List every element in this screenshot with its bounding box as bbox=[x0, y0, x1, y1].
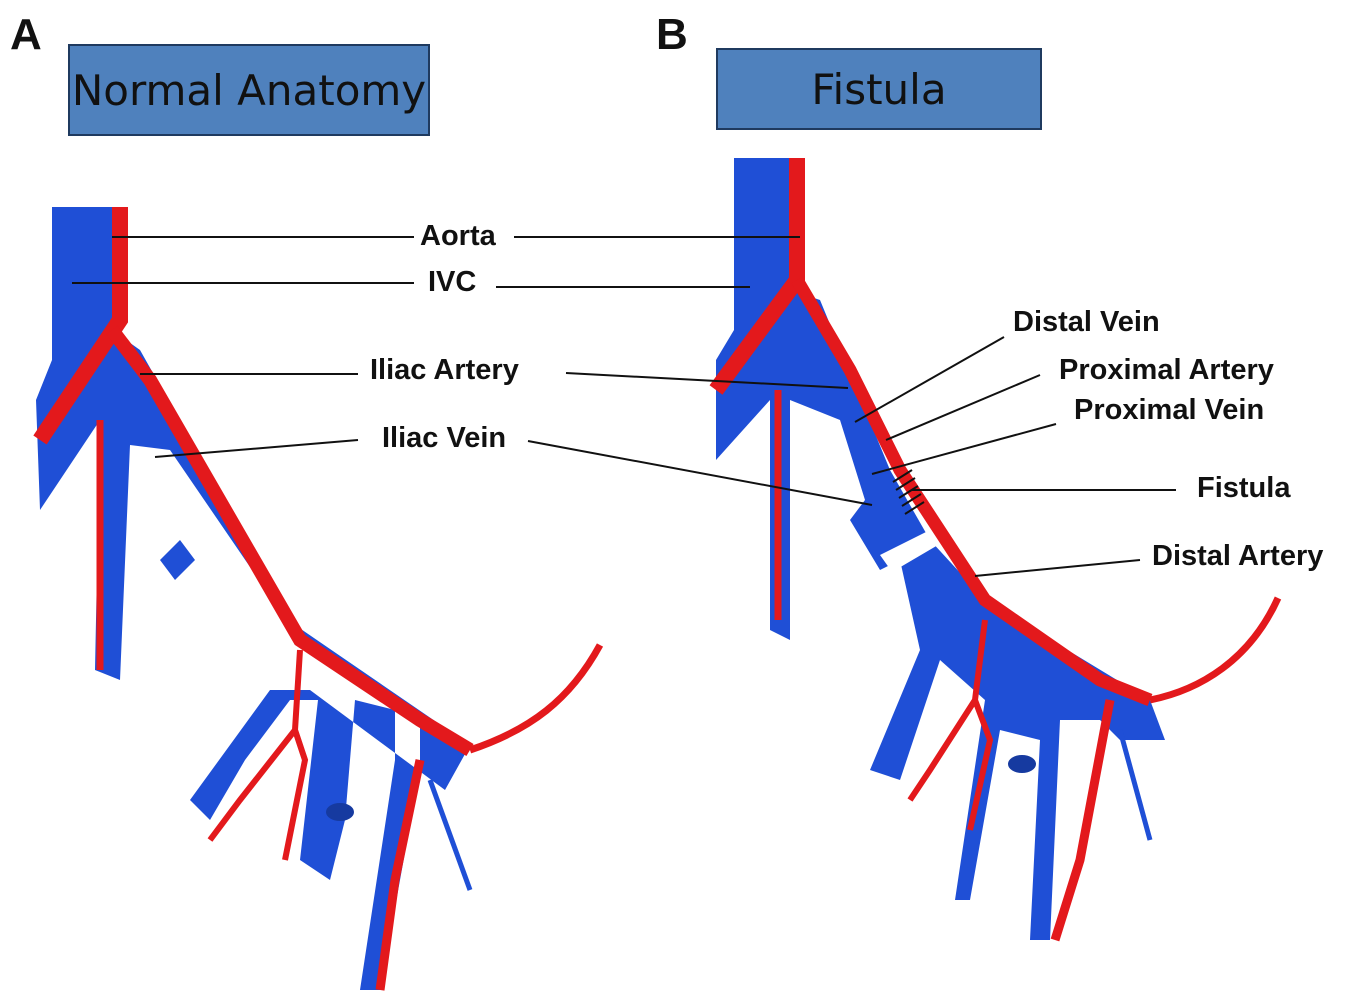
iliac-artery-vessel bbox=[112, 330, 470, 750]
artery-branch-b4 bbox=[1150, 598, 1278, 700]
label-fistula: Fistula bbox=[1197, 472, 1290, 505]
leader-distal-artery bbox=[975, 560, 1140, 576]
leader-distal-vein bbox=[855, 337, 1004, 422]
leader-proximal-vein bbox=[872, 424, 1056, 474]
label-proximal-vein: Proximal Vein bbox=[1074, 394, 1264, 427]
artery-branch-b3 bbox=[1055, 700, 1110, 940]
vein-stub bbox=[160, 540, 195, 580]
label-proximal-artery: Proximal Artery bbox=[1059, 354, 1274, 387]
leader-proximal-artery bbox=[886, 375, 1040, 440]
label-iliac-vein: Iliac Vein bbox=[382, 422, 506, 455]
label-distal-vein: Distal Vein bbox=[1013, 306, 1160, 339]
vein-cut-end bbox=[326, 803, 354, 821]
label-distal-artery: Distal Artery bbox=[1152, 540, 1323, 573]
vein-branch-a5 bbox=[430, 780, 470, 890]
label-iliac-artery: Iliac Artery bbox=[370, 354, 519, 387]
leader-iliac-vein-b bbox=[528, 441, 872, 505]
normal-anatomy-drawing bbox=[36, 207, 600, 990]
vein-cut-end-b bbox=[1008, 755, 1036, 773]
label-aorta: Aorta bbox=[420, 220, 496, 253]
ivc-vessel-b bbox=[716, 158, 1165, 940]
artery-branch-a4 bbox=[470, 645, 600, 750]
vein-branch-b5 bbox=[1120, 730, 1150, 840]
label-ivc: IVC bbox=[428, 266, 476, 299]
